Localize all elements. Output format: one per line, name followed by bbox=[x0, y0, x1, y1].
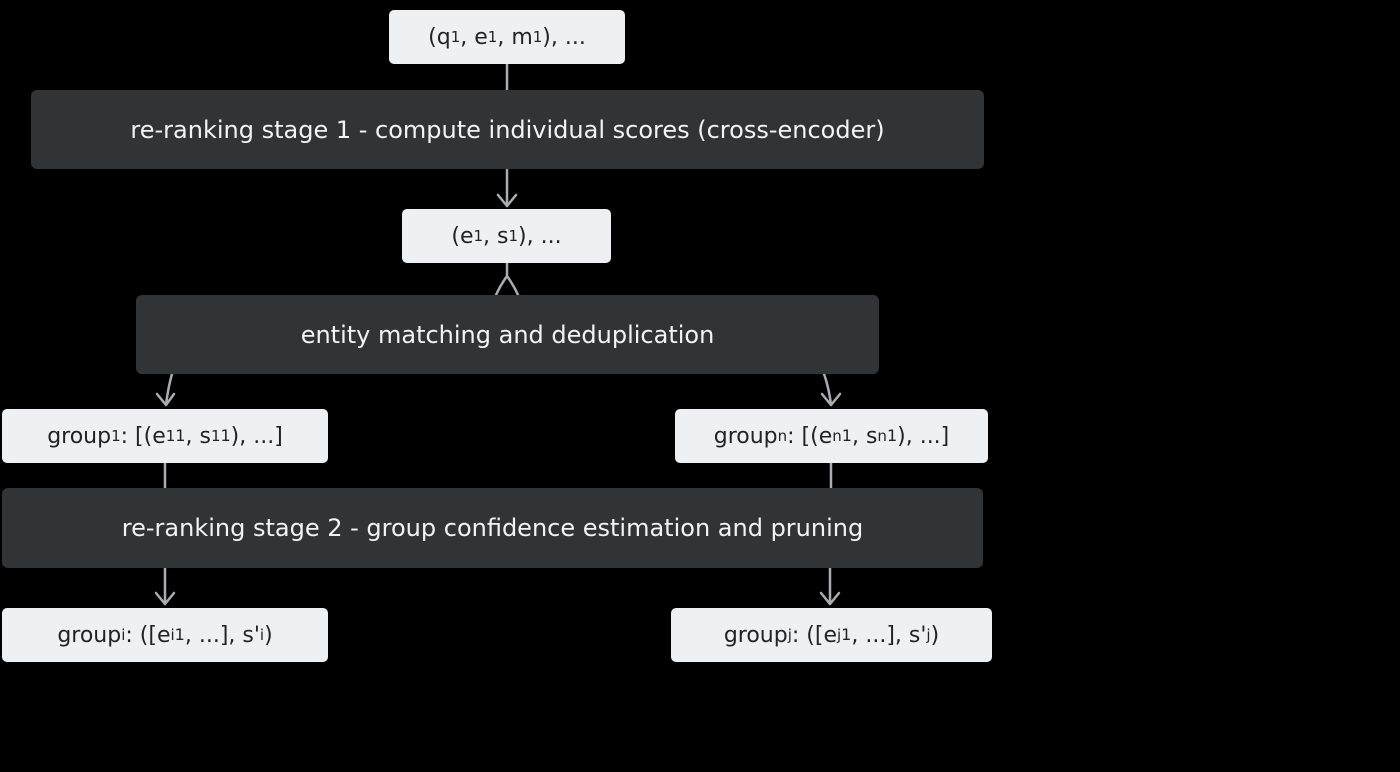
node-text: : [(e bbox=[120, 423, 166, 449]
node-text: , ...], s' bbox=[851, 622, 927, 648]
node-label: re-ranking stage 2 - group confidence es… bbox=[121, 514, 864, 542]
node-reranking-stage-1: re-ranking stage 1 - compute individual … bbox=[31, 90, 984, 169]
node-text: ) bbox=[264, 622, 273, 648]
node-entity-matching: entity matching and deduplication bbox=[136, 295, 879, 374]
node-text: ), ...] bbox=[230, 423, 283, 449]
node-text: ), ...] bbox=[897, 423, 950, 449]
node-text: group bbox=[57, 622, 122, 648]
arrowhead-groupj bbox=[819, 591, 841, 606]
node-text: (e bbox=[451, 223, 474, 249]
arrowhead-groupn bbox=[820, 392, 842, 407]
arrowhead-scores bbox=[496, 193, 518, 208]
arrowhead-groupi bbox=[154, 591, 176, 606]
node-reranking-stage-2: re-ranking stage 2 - group confidence es… bbox=[2, 488, 983, 568]
node-text: : [(e bbox=[787, 423, 833, 449]
node-text: , s bbox=[483, 223, 509, 249]
node-label: re-ranking stage 1 - compute individual … bbox=[130, 115, 885, 144]
node-text: : ([e bbox=[791, 622, 837, 648]
node-label: entity matching and deduplication bbox=[300, 320, 715, 349]
connector-match-group1 bbox=[164, 372, 174, 407]
node-text: , e bbox=[460, 24, 488, 50]
connector-match-groupn bbox=[822, 372, 833, 407]
node-text: group bbox=[47, 423, 112, 449]
node-text: (q bbox=[428, 24, 451, 50]
node-text: group bbox=[713, 423, 778, 449]
node-text: , m bbox=[497, 24, 533, 50]
arrowhead-group1 bbox=[155, 392, 176, 407]
node-text: , ...], s' bbox=[184, 622, 260, 648]
node-text: group bbox=[723, 622, 788, 648]
node-text: ), ... bbox=[542, 24, 586, 50]
node-text: , s bbox=[851, 423, 878, 449]
node-text: ) bbox=[930, 622, 940, 648]
node-text: ), ... bbox=[518, 223, 562, 249]
node-text: , s bbox=[185, 423, 211, 449]
node-text: : ([e bbox=[125, 622, 171, 648]
connector-scores-match bbox=[494, 261, 520, 297]
